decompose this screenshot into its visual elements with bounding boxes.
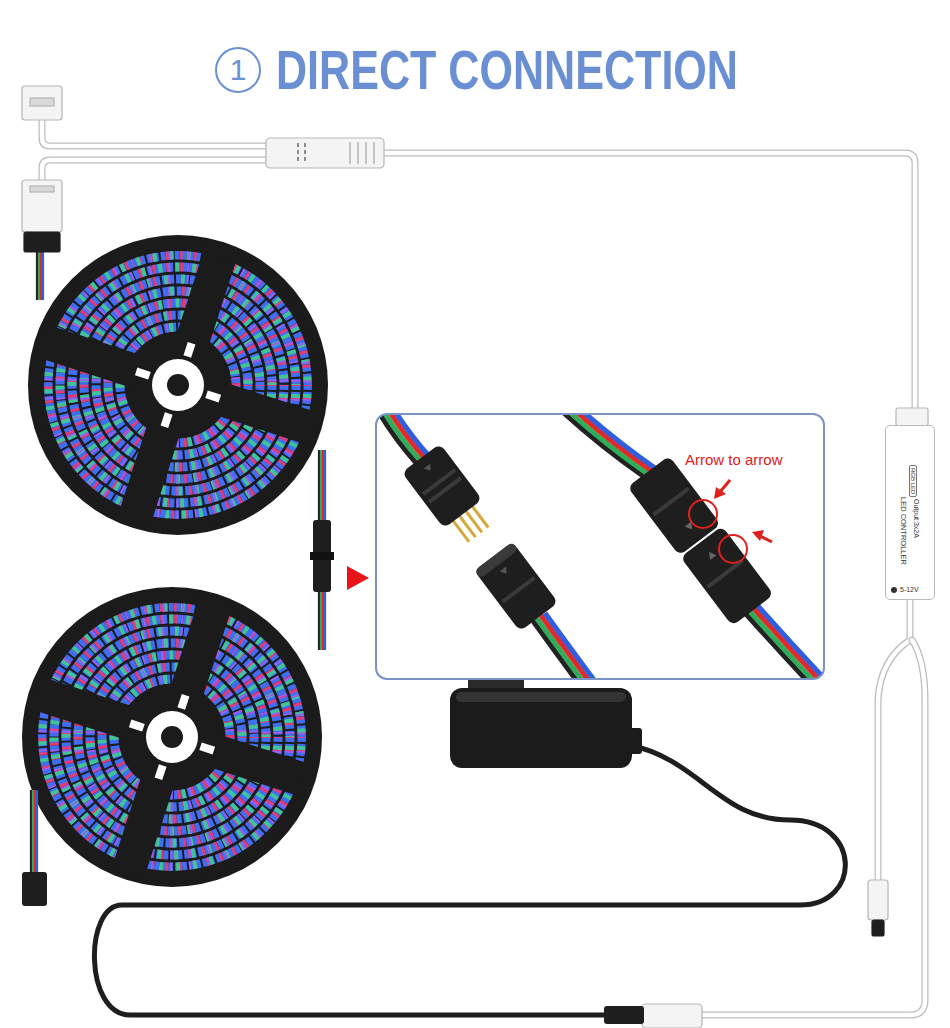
controller-name: LED CONTROLLER [899,497,908,565]
rgb-wire [31,250,325,872]
voltage-text: 5-12V [900,586,919,593]
led-reel [0,199,364,572]
rotated-label: RGB LEDLED CONTROLLER Output:3x2A [885,425,935,575]
rating-text: Output:3x2A [913,499,920,538]
power-adapter [94,638,845,1024]
led-reel [0,551,358,924]
white-cable [42,120,925,1015]
step-number: 1 [230,53,247,87]
inset-panel: Arrow to arrow [375,413,825,680]
cable-connector [22,86,928,1028]
badge-text: RGB LED [909,465,917,497]
strip-connector [22,520,334,906]
input-dot [891,587,897,593]
connector-closeup [376,414,824,679]
diagram-title: DIRECT CONNECTION [276,38,738,102]
note-text: Arrow to arrow [685,451,783,468]
step-circle [216,48,260,92]
inset-background [376,414,824,679]
pointer-triangle [347,566,369,590]
led-controller: RGB LEDLED CONTROLLER Output:3x2A 5-12V [885,425,935,600]
